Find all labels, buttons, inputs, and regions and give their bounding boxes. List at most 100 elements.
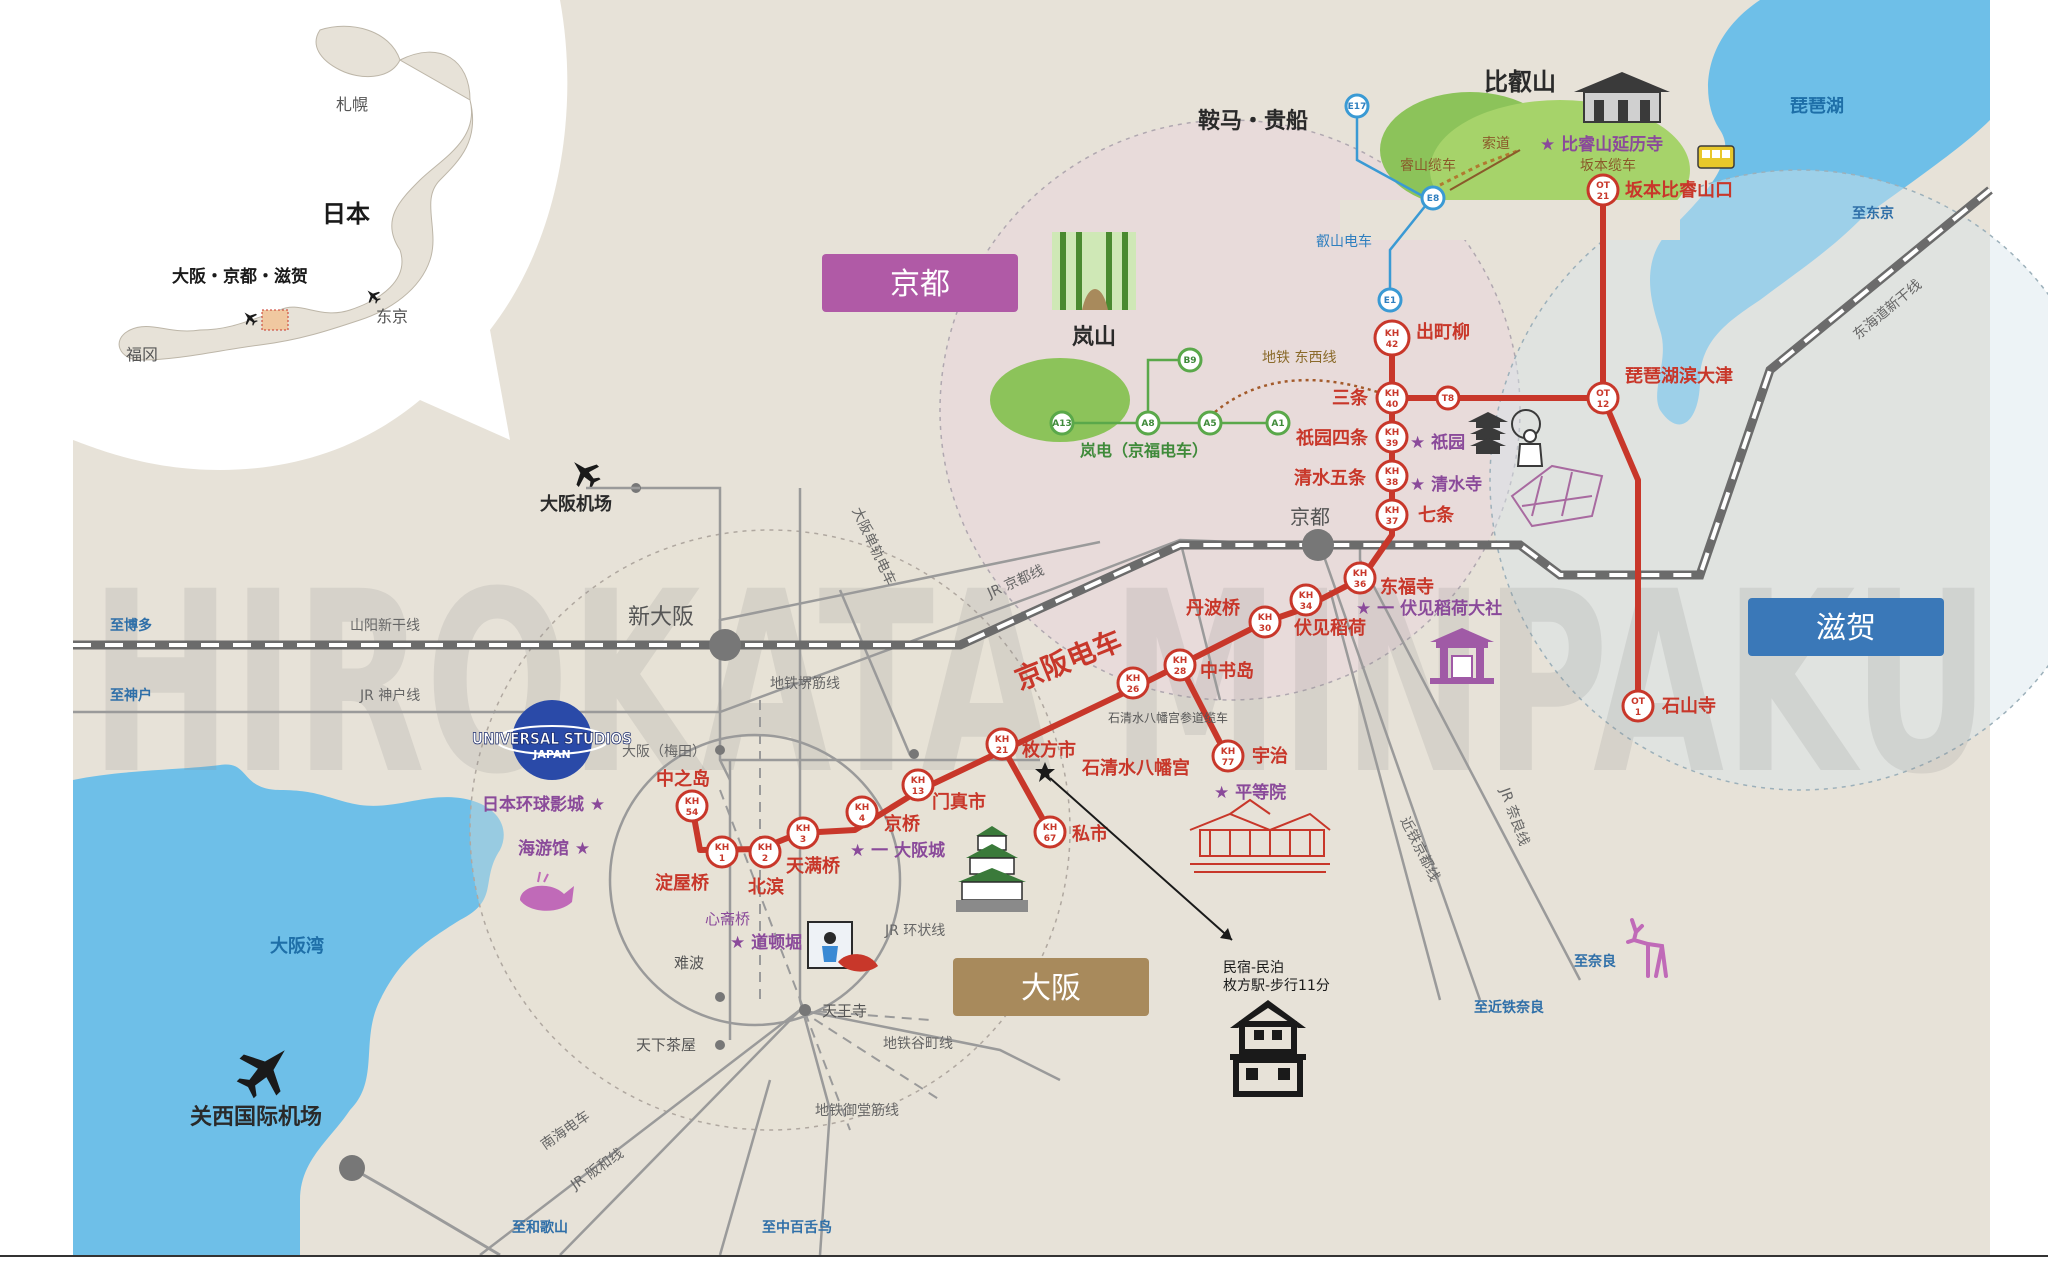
- ropeway-line: [1449, 149, 1521, 191]
- svg-text:地铁堺筋线: 地铁堺筋线: [770, 675, 840, 692]
- other-station-markers: E17 E8 E1 B9 A13 A8 A5 A1 T8: [1049, 93, 1461, 436]
- svg-text:至神户: 至神户: [110, 687, 152, 704]
- svg-text:3: 3: [800, 835, 806, 845]
- svg-text:21: 21: [1597, 192, 1610, 202]
- kyoto-region-label: 京都: [890, 267, 950, 302]
- accommodation-line1: 民宿-民泊: [1223, 959, 1284, 976]
- kyoto-station-dot: [1302, 529, 1334, 561]
- usj-globe-icon: [512, 700, 592, 780]
- kansai-airport-dot: [339, 1155, 365, 1181]
- osaka-region-box: [953, 958, 1149, 1016]
- svg-text:28: 28: [1174, 667, 1187, 677]
- svg-text:私市: 私市: [1072, 823, 1108, 845]
- svg-text:OT: OT: [1596, 181, 1611, 191]
- ropeway-label: 索道: [1482, 135, 1510, 152]
- shiga-region-box: [1748, 598, 1944, 656]
- star-marker: [1035, 762, 1055, 782]
- whale-icon: [520, 871, 574, 911]
- eizan-cable-label: 睿山缆车: [1400, 157, 1456, 174]
- svg-text:★ 平等院: ★ 平等院: [1214, 782, 1286, 803]
- direction-labels: 至博多 至神户 至东京 至奈良 至近铁奈良 至和歌山 至中百舌鸟: [110, 205, 1894, 1236]
- svg-text:KH: KH: [715, 843, 730, 853]
- svg-text:琵琶湖滨大津: 琵琶湖滨大津: [1625, 365, 1733, 387]
- tozai-line: [1214, 378, 1396, 413]
- airplane-icon: [574, 462, 601, 489]
- svg-text:至博多: 至博多: [110, 617, 152, 634]
- svg-text:石清水八幡宫: 石清水八幡宫: [1081, 757, 1190, 779]
- svg-text:JR 环状线: JR 环状线: [884, 923, 945, 939]
- randen-line: [1055, 358, 1280, 425]
- svg-text:门真市: 门真市: [932, 791, 986, 813]
- svg-text:★ 一 大阪城: ★ 一 大阪城: [850, 840, 945, 861]
- itami-airport-label: 大阪机场: [540, 493, 612, 515]
- svg-text:12: 12: [1597, 400, 1610, 410]
- svg-text:淀屋桥: 淀屋桥: [655, 872, 710, 894]
- accommodation-line2: 枚方駅-步行11分: [1223, 978, 1330, 994]
- svg-text:40: 40: [1386, 400, 1399, 410]
- svg-text:东福寺: 东福寺: [1380, 576, 1434, 598]
- svg-text:2: 2: [762, 854, 768, 864]
- dotonbori-icon: [807, 921, 878, 972]
- inset-region-label: 大阪・京都・滋贺: [172, 266, 308, 287]
- airplane-icon-kansai: [236, 1050, 285, 1099]
- lake-biwa: [1650, 0, 1990, 425]
- svg-text:OT: OT: [1596, 389, 1611, 399]
- svg-text:北滨: 北滨: [748, 876, 784, 898]
- iwashimizu-ropeway-label: 石清水八幡宫参道缆车: [1108, 710, 1228, 725]
- svg-text:★ 道顿堀: ★ 道顿堀: [730, 932, 802, 953]
- japan-inset: [73, 0, 568, 470]
- namba-label: 难波: [674, 954, 704, 972]
- shiga-region-label: 滋贺: [1816, 611, 1876, 646]
- svg-text:E17: E17: [1348, 102, 1367, 112]
- svg-text:36: 36: [1354, 580, 1367, 590]
- kiyomizu-temple-icon: [1510, 464, 1604, 528]
- inset-city-fukuoka: 福冈: [126, 345, 158, 364]
- svg-text:A1: A1: [1271, 419, 1284, 429]
- svg-text:★ 比睿山延历寺: ★ 比睿山延历寺: [1540, 134, 1663, 155]
- svg-text:E1: E1: [1384, 296, 1396, 306]
- shin-osaka-station-dot: [709, 629, 741, 661]
- inset-city-sapporo: 札幌: [336, 95, 368, 114]
- svg-text:KH: KH: [1173, 656, 1188, 666]
- kurama-label: 鞍马・贵船: [1198, 108, 1308, 134]
- svg-text:67: 67: [1044, 834, 1057, 844]
- svg-text:地铁谷町线: 地铁谷町线: [883, 1036, 953, 1052]
- svg-text:KH: KH: [1126, 674, 1141, 684]
- kyoto-region-box: [822, 254, 1018, 312]
- svg-text:JR 神户线: JR 神户线: [359, 687, 420, 704]
- arashiyama-label: 岚山: [1072, 325, 1116, 350]
- eizan-label: 叡山电车: [1316, 233, 1372, 250]
- svg-text:至东京: 至东京: [1852, 205, 1894, 222]
- geisha-icon: [1511, 409, 1544, 467]
- svg-text:34: 34: [1300, 602, 1313, 612]
- biwako-label: 琵琶湖: [1790, 96, 1844, 117]
- svg-text:1: 1: [719, 854, 725, 864]
- eizan-cable-line: [1439, 148, 1521, 187]
- svg-text:30: 30: [1259, 624, 1272, 634]
- byodoin-icon: [1189, 798, 1331, 873]
- bamboo-icon: [1052, 232, 1136, 310]
- svg-text:KH: KH: [1221, 747, 1236, 757]
- svg-text:KH: KH: [1385, 389, 1400, 399]
- svg-text:21: 21: [996, 746, 1009, 756]
- svg-text:A5: A5: [1203, 419, 1216, 429]
- svg-text:坂本比睿山口: 坂本比睿山口: [1625, 179, 1733, 201]
- svg-text:37: 37: [1386, 517, 1399, 527]
- tennoji-label: 天王寺: [822, 1002, 867, 1020]
- svg-text:KH: KH: [1299, 591, 1314, 601]
- osaka-bay-label: 大阪湾: [270, 935, 324, 957]
- svg-text:77: 77: [1222, 758, 1235, 768]
- svg-text:KH: KH: [1353, 569, 1368, 579]
- svg-text:A8: A8: [1141, 419, 1154, 429]
- svg-text:1: 1: [1635, 708, 1641, 718]
- osaka-bay: [73, 764, 504, 1255]
- arashiyama-hill: [990, 358, 1130, 442]
- otsu-station-labels: 坂本比睿山口 琵琶湖滨大津 石山寺: [1625, 179, 1733, 717]
- svg-text:OT: OT: [1631, 697, 1646, 707]
- svg-text:KH: KH: [1385, 506, 1400, 516]
- shin-osaka-station-label: 新大阪: [628, 605, 694, 630]
- svg-text:38: 38: [1386, 478, 1399, 488]
- svg-text:丹波桥: 丹波桥: [1186, 597, 1241, 619]
